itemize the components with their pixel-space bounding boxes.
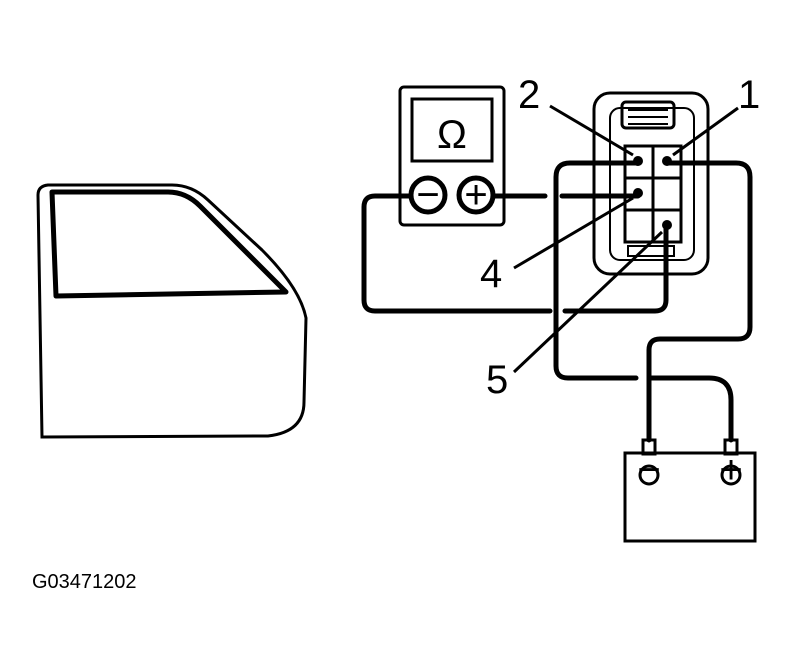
connector-outer-housing	[592, 91, 710, 276]
ohmmeter-body	[398, 85, 506, 227]
wire-battery-negative-lead	[647, 375, 734, 443]
callout-1: 1	[738, 73, 760, 117]
battery-negative-symbol: −	[637, 448, 660, 492]
wiring	[361, 160, 753, 443]
connector-inner-housing	[609, 107, 695, 261]
battery-positive-terminal	[720, 464, 742, 486]
leader-line-4	[513, 196, 634, 270]
figure-code: G03471202	[32, 571, 137, 593]
connector-bottom-key	[627, 245, 675, 257]
battery-negative-terminal	[638, 464, 660, 486]
battery-body	[623, 451, 757, 543]
leader-line-2	[549, 104, 634, 157]
ohmmeter: Ω − +	[398, 85, 506, 227]
switch-connector	[592, 91, 710, 276]
connector-latch	[620, 100, 676, 130]
wire-terminal-5-return	[562, 222, 669, 314]
ohm-symbol: Ω	[437, 113, 467, 157]
callouts: 2 1 4 5	[480, 73, 760, 402]
battery: − +	[623, 438, 757, 543]
callout-4: 4	[480, 252, 502, 296]
wire-meter-negative-to-terminal-5	[361, 193, 553, 314]
wire-terminal-2-to-battery-negative	[553, 160, 641, 381]
ohmmeter-display	[410, 97, 494, 163]
door-outer-outline	[36, 183, 308, 439]
leader-line-1	[672, 106, 739, 157]
leader-line-5	[512, 230, 664, 374]
callout-2: 2	[518, 73, 540, 117]
callout-5: 5	[486, 358, 508, 402]
wire-terminal-1-to-battery-positive	[646, 160, 753, 443]
door-window-frame	[49, 189, 289, 299]
battery-positive-symbol: +	[719, 448, 742, 492]
car-door	[36, 183, 308, 439]
meter-positive-symbol: +	[464, 173, 487, 217]
meter-negative-symbol: −	[416, 173, 439, 217]
